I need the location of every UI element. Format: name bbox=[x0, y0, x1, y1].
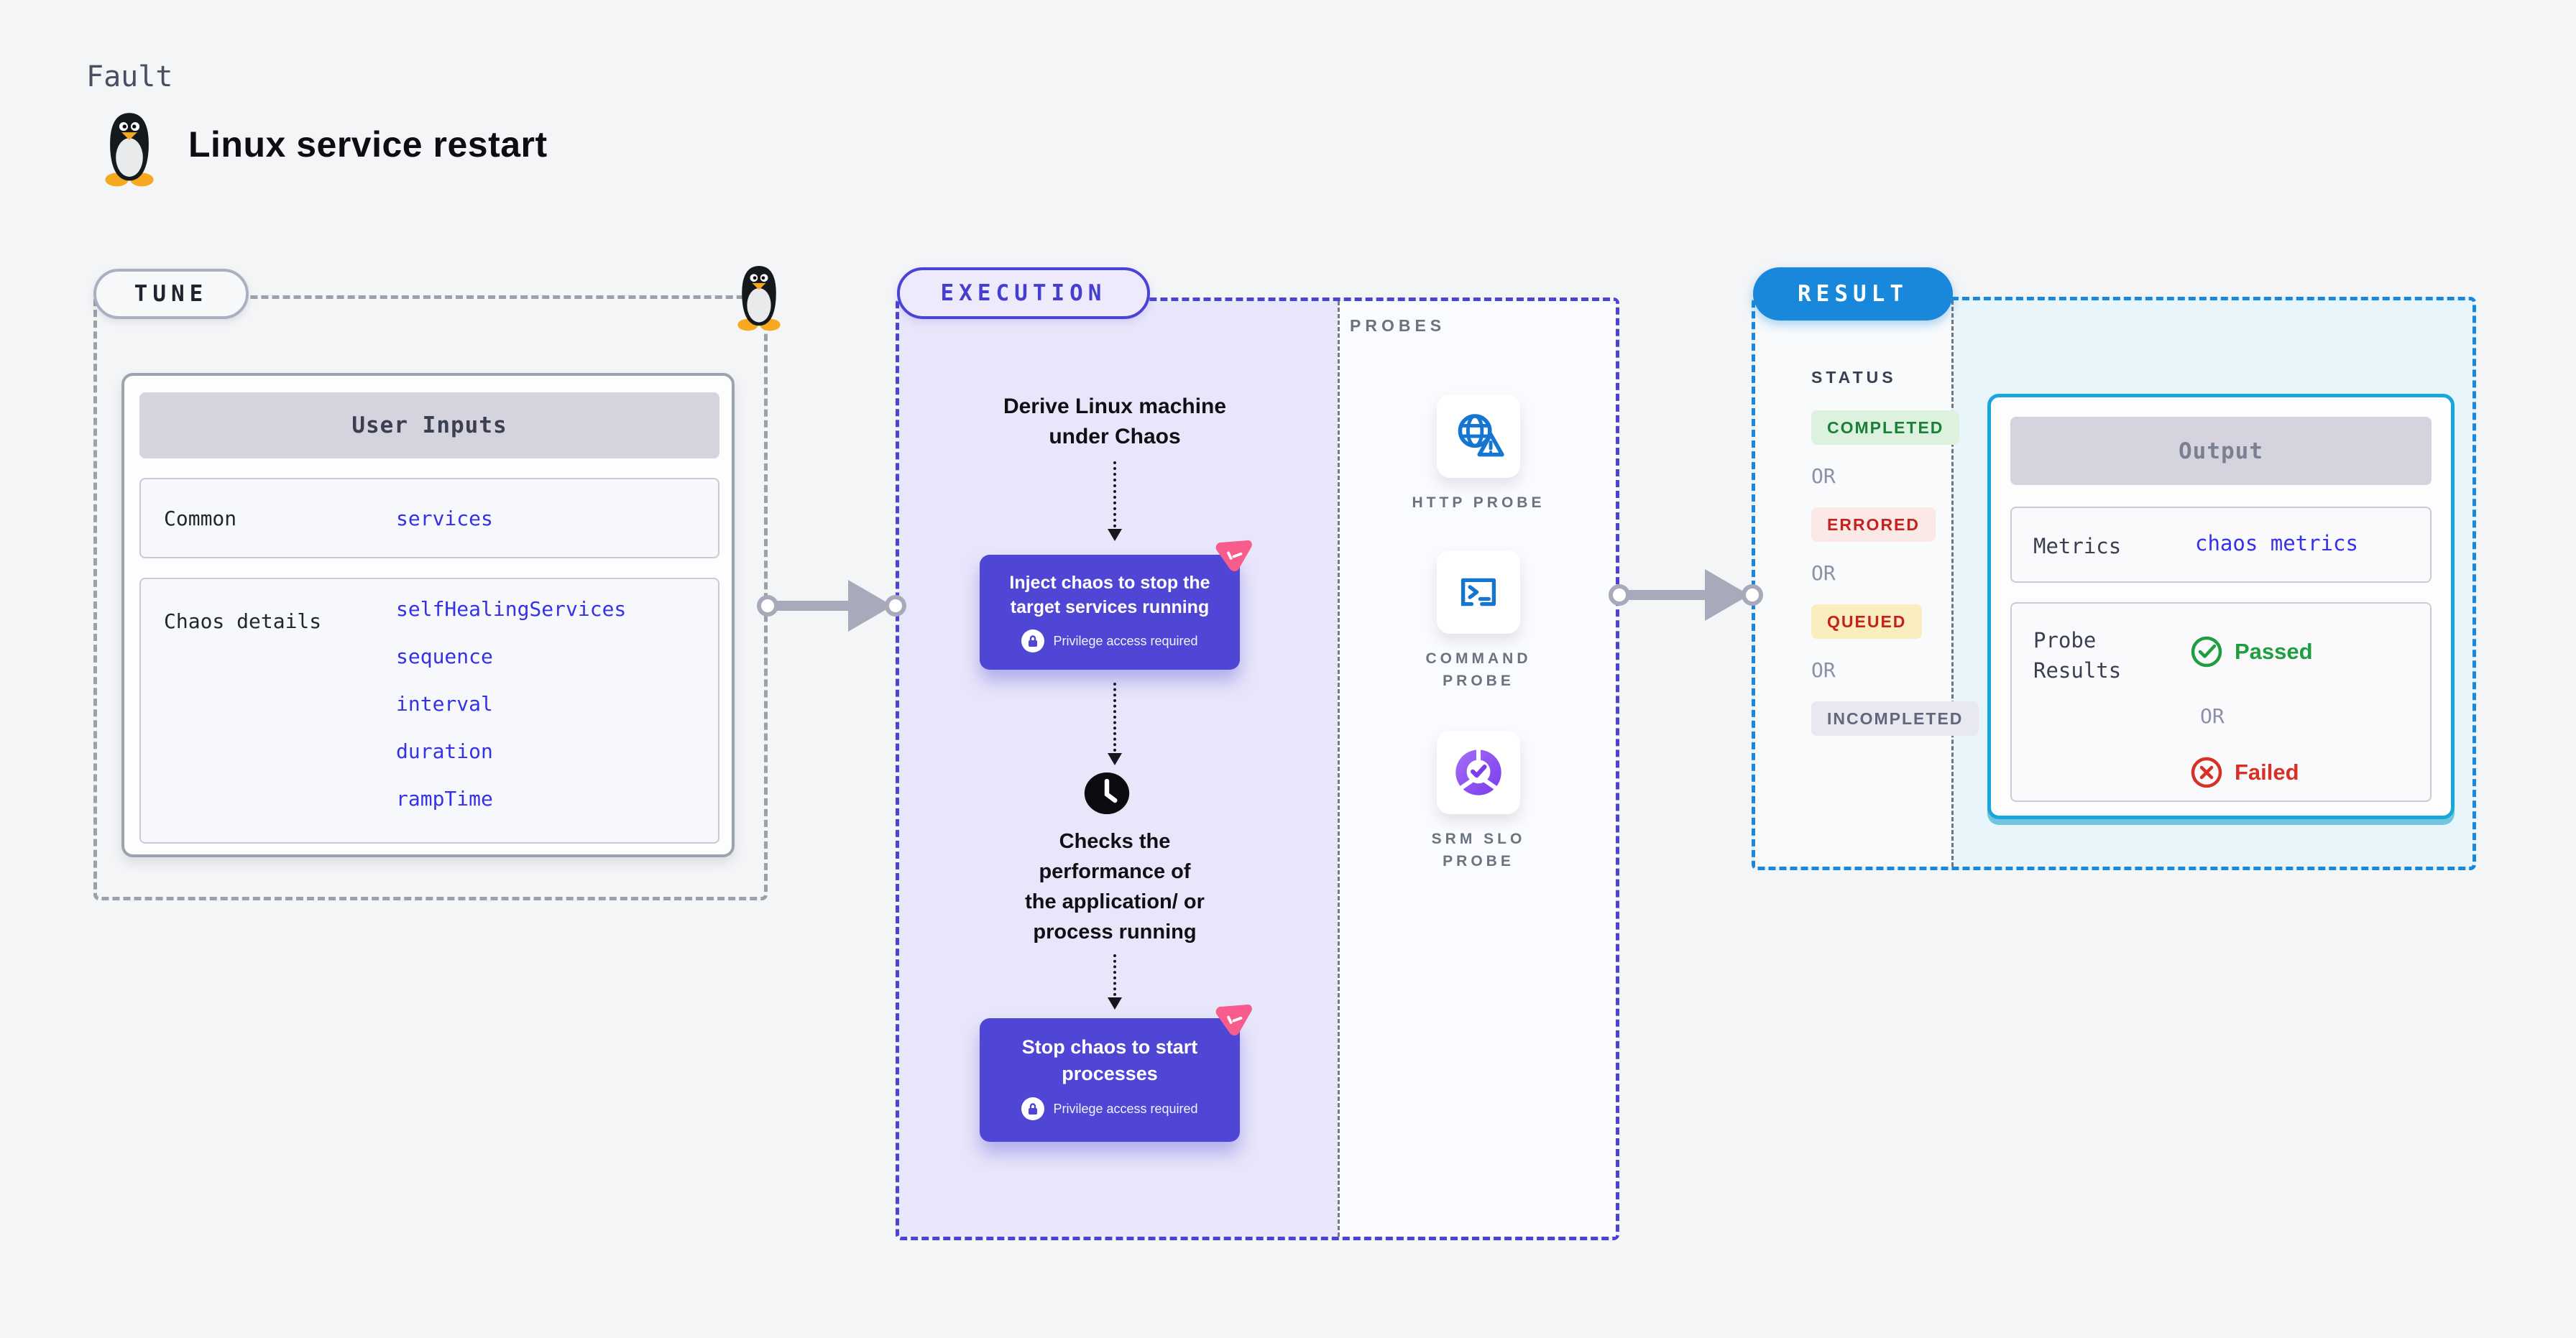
lock-icon bbox=[1021, 1097, 1045, 1120]
row-value: sequence bbox=[396, 645, 493, 668]
page-title: Linux service restart bbox=[188, 124, 548, 165]
row-value: selfHealingServices bbox=[396, 597, 627, 621]
status-badge-queued: QUEUED bbox=[1811, 604, 1923, 639]
output-probe-results-row: Probe Results Passed OR Failed bbox=[2010, 602, 2432, 802]
output-header: Output bbox=[2010, 417, 2432, 485]
chaos-logo-icon bbox=[1215, 1004, 1252, 1035]
tux-penguin-icon bbox=[737, 266, 781, 331]
dotted-connector-head bbox=[1108, 997, 1122, 1010]
connector-node bbox=[757, 595, 778, 617]
or-separator: OR bbox=[1811, 561, 1836, 585]
row-label: Chaos details bbox=[164, 609, 322, 633]
srm-slo-probe-label: SRM SLO PROBE bbox=[1431, 831, 1526, 869]
passed-result: Passed bbox=[2190, 635, 2313, 668]
metrics-label: Metrics bbox=[2033, 534, 2122, 558]
row-label: Common bbox=[164, 507, 237, 530]
user-inputs-header: User Inputs bbox=[139, 392, 719, 458]
flow-step-derive: Derive Linux machine under Chaos bbox=[1003, 395, 1227, 448]
output-card: Output Metrics chaos metrics Probe Resul… bbox=[1987, 394, 2455, 819]
arrow-line bbox=[1627, 590, 1706, 600]
user-inputs-card: User Inputs Common services Chaos detail… bbox=[121, 373, 735, 857]
inject-chaos-card: Inject chaos to stop the target services… bbox=[980, 555, 1240, 670]
connector-node bbox=[1742, 584, 1763, 606]
or-separator: OR bbox=[1811, 658, 1836, 682]
globe-warning-icon bbox=[1458, 414, 1504, 457]
status-pane bbox=[1755, 300, 1954, 867]
arrow-line bbox=[775, 601, 850, 611]
clock-icon bbox=[1084, 772, 1130, 815]
chaos-logo-icon bbox=[1215, 540, 1252, 571]
metrics-value: chaos metrics bbox=[2195, 531, 2358, 555]
connector-node bbox=[1609, 584, 1630, 606]
check-circle-icon bbox=[2191, 636, 2222, 668]
dotted-connector-head bbox=[1108, 753, 1122, 765]
tux-penguin-icon bbox=[105, 113, 154, 187]
srm-slo-probe-card bbox=[1437, 731, 1520, 814]
connector-node bbox=[885, 595, 906, 617]
probe-results-label: Probe Results bbox=[2033, 628, 2122, 683]
http-probe-card bbox=[1437, 395, 1520, 478]
row-value: interval bbox=[396, 692, 493, 716]
flow-step-checks: Checks the performance of the applicatio… bbox=[1025, 830, 1205, 943]
execution-badge: EXECUTION bbox=[897, 267, 1150, 319]
or-separator: OR bbox=[1811, 464, 1836, 488]
dotted-connector bbox=[1113, 683, 1116, 752]
row-value: duration bbox=[396, 739, 493, 763]
http-probe-label: HTTP PROBE bbox=[1412, 494, 1545, 511]
row-values: selfHealingServices sequence interval du… bbox=[396, 597, 626, 811]
probes-title: PROBES bbox=[1350, 316, 1446, 335]
x-circle-icon bbox=[2191, 757, 2222, 788]
lock-icon bbox=[1021, 629, 1045, 652]
terminal-icon bbox=[1460, 578, 1496, 606]
failed-result: Failed bbox=[2190, 756, 2299, 789]
command-probe-card bbox=[1437, 550, 1520, 634]
status-badge-incompleted: INCOMPLETED bbox=[1811, 701, 1979, 736]
status-badge-completed: COMPLETED bbox=[1811, 410, 1960, 445]
privilege-note: Privilege access required bbox=[1021, 629, 1198, 652]
row-value: services bbox=[396, 507, 493, 530]
pie-check-icon bbox=[1455, 747, 1501, 795]
stop-chaos-card: Stop chaos to start processes Privilege … bbox=[980, 1018, 1240, 1142]
dotted-connector bbox=[1113, 461, 1116, 527]
command-probe-label: COMMAND PROBE bbox=[1425, 650, 1532, 689]
tune-badge: TUNE bbox=[93, 269, 249, 319]
privilege-note: Privilege access required bbox=[1021, 1097, 1198, 1120]
or-separator: OR bbox=[2200, 704, 2225, 728]
dotted-connector bbox=[1113, 954, 1116, 996]
fault-kicker: Fault bbox=[86, 60, 173, 93]
status-badge-errored: ERRORED bbox=[1811, 507, 1936, 542]
status-title: STATUS bbox=[1811, 368, 1897, 387]
result-badge: RESULT bbox=[1753, 267, 1953, 320]
user-inputs-row-chaos-details: Chaos details selfHealingServices sequen… bbox=[139, 578, 719, 844]
output-metrics-row: Metrics chaos metrics bbox=[2010, 507, 2432, 583]
dotted-connector-head bbox=[1108, 529, 1122, 541]
user-inputs-row-common: Common services bbox=[139, 478, 719, 558]
row-value: rampTime bbox=[396, 787, 493, 811]
